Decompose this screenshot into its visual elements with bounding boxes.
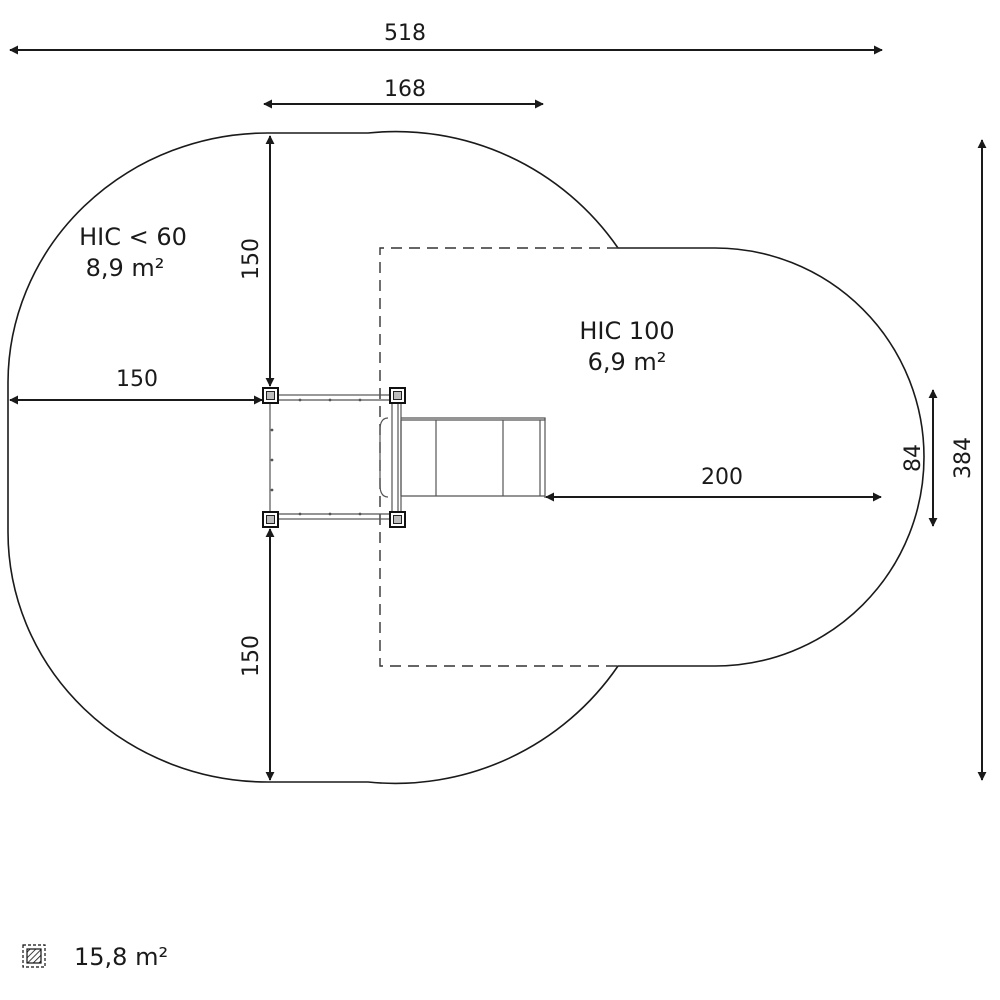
legend-total-area: 15,8 m² (74, 943, 168, 971)
hic60-zone-area: 8,9 m² (86, 254, 165, 282)
hic60-zone-outline (7, 130, 925, 785)
deck-width-label: 168 (384, 77, 426, 102)
hic100-zone-boundary (379, 247, 618, 667)
post-bottom-left (262, 511, 279, 528)
total-depth-label: 384 (951, 437, 976, 479)
play-deck (269, 394, 399, 520)
bottom-clearance-label: 150 (239, 635, 264, 677)
post-top-right (389, 387, 406, 404)
post-bottom-right (389, 511, 406, 528)
slide (379, 399, 546, 516)
slide-clearance-label: 200 (701, 465, 743, 490)
slide-width-label: 84 (901, 444, 926, 472)
left-clearance-label: 150 (116, 367, 158, 392)
total-width-label: 518 (384, 21, 426, 46)
hic60-zone-label: HIC < 60 (79, 223, 187, 251)
hic100-zone-label: HIC 100 (579, 317, 674, 345)
hatched-square-icon (22, 944, 46, 968)
top-clearance-label: 150 (239, 238, 264, 280)
post-top-left (262, 387, 279, 404)
hic100-zone-area: 6,9 m² (588, 348, 667, 376)
